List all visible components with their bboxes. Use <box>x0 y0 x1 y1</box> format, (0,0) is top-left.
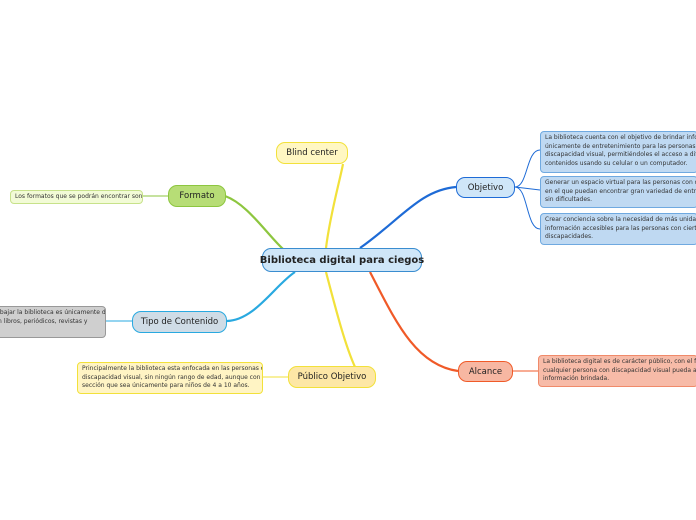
note-line: discapacidad visual, permitiéndoles el a… <box>545 151 696 159</box>
link-blind-center <box>324 163 345 249</box>
note-formato[interactable]: Los formatos que se podrán encontrar son… <box>10 190 143 204</box>
note-line: en el que puedan encontrar gran variedad… <box>545 187 696 195</box>
note-line: Crear conciencia sobre la necesidad de m… <box>545 216 696 223</box>
note-line: Generar un espacio virtual para las pers… <box>545 179 696 186</box>
note-alcance[interactable]: La biblioteca digital es de carácter púb… <box>538 355 696 387</box>
note-line: Trabajar la biblioteca es únicamente de <box>0 309 106 316</box>
note-line: La biblioteca cuenta con el objetivo de … <box>545 134 696 141</box>
note-line: información accesibles para las personas… <box>545 224 696 232</box>
note-line: discapacidad visual, sin ningún rango de… <box>82 373 263 381</box>
link-publico-objetivo <box>324 271 357 368</box>
link-formato <box>224 194 291 256</box>
note-line: La biblioteca digital es de carácter púb… <box>543 358 696 365</box>
link-objetivo-note-1 <box>514 149 541 188</box>
link-objetivo-note-3 <box>514 186 541 230</box>
note-line: cualquier persona con discapacidad visua… <box>543 366 696 374</box>
note-publico-objetivo[interactable]: Principalmente la biblioteca esta enfoca… <box>77 362 263 394</box>
note-line: sin dificultades. <box>545 196 593 204</box>
central-topic[interactable]: Biblioteca digital para ciegos <box>260 248 424 272</box>
note-tipo-contenido[interactable]: Trabajar la biblioteca es únicamente de … <box>0 306 106 338</box>
note-line: discapacidades. <box>545 233 594 241</box>
note-line: con libros, periódicos, revistas y <box>0 317 88 325</box>
link-alcance <box>369 271 459 373</box>
note-line: información brindada. <box>543 375 610 383</box>
topic-blind-center[interactable]: Blind center <box>276 142 348 164</box>
note-objetivo-2[interactable]: Generar un espacio virtual para las pers… <box>540 176 696 208</box>
link-tipo-contenido <box>226 271 296 323</box>
topic-alcance[interactable]: Alcance <box>458 361 513 382</box>
link-objetivo-note-2 <box>514 186 541 191</box>
note-line: únicamente de entretenimiento para las p… <box>545 142 696 150</box>
topic-tipo-contenido[interactable]: Tipo de Contenido <box>132 311 227 333</box>
note-line: Principalmente la biblioteca esta enfoca… <box>82 365 263 372</box>
topic-publico-objetivo[interactable]: Público Objetivo <box>288 366 376 388</box>
topic-formato[interactable]: Formato <box>168 185 226 207</box>
link-objetivo <box>359 185 457 249</box>
note-line: Los formatos que se podrán encontrar son… <box>15 193 143 200</box>
note-line: contenidos usando su celular o un comput… <box>545 159 688 167</box>
topic-objetivo[interactable]: Objetivo <box>456 177 515 198</box>
note-objetivo-3[interactable]: Crear conciencia sobre la necesidad de m… <box>540 213 696 245</box>
note-line: sección que sea únicamente para niños de… <box>82 382 250 390</box>
note-objetivo-1[interactable]: La biblioteca cuenta con el objetivo de … <box>540 131 696 173</box>
